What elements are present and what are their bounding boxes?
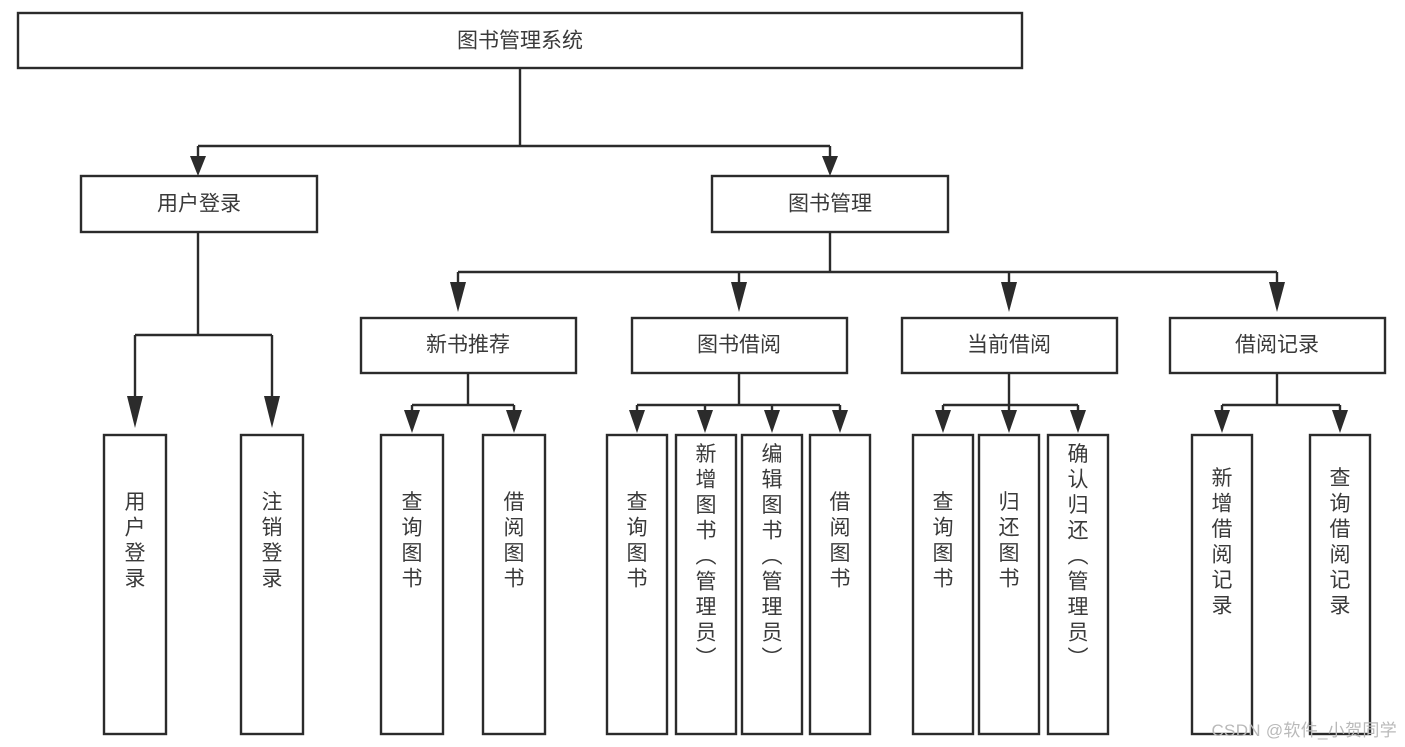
arrow-to-leaf-borrow-book-1 (506, 410, 522, 433)
arrow-root-to-book-management (822, 156, 838, 176)
node-leaf-add-book-label: 新增图书︵管理员︶ (696, 443, 717, 670)
node-leaf-return-book-label: 归还图书 (999, 491, 1020, 591)
node-leaf-query-book-2-box[interactable] (605, 433, 669, 736)
node-leaf-return-book[interactable]: 归还图书 (977, 433, 1041, 736)
node-book-management-box[interactable] (710, 174, 950, 234)
node-book-management[interactable]: 图书管理 (710, 174, 950, 234)
node-leaf-query-record[interactable]: 查询借阅记录 (1308, 433, 1372, 736)
arrow-to-book-borrow (731, 282, 747, 312)
node-user-login-box[interactable] (79, 174, 319, 234)
arrow-to-current-borrow (1001, 282, 1017, 312)
arrow-to-leaf-confirm-return (1070, 410, 1086, 433)
arrow-to-leaf-query-book-1 (404, 410, 420, 433)
arrow-to-leaf-add-record (1214, 410, 1230, 433)
node-leaf-borrow-book-1[interactable]: 借阅图书 (481, 433, 547, 736)
node-new-book-recommend-box[interactable] (359, 316, 578, 375)
node-book-borrow[interactable]: 图书借阅 (630, 316, 849, 375)
node-leaf-edit-book-label: 编辑图书︵管理员︶ (762, 443, 783, 670)
node-current-borrow-box[interactable] (900, 316, 1119, 375)
node-leaf-user-logout[interactable]: 注销登录 (239, 433, 305, 736)
node-root-box[interactable] (16, 11, 1024, 70)
node-book-borrow-label: 图书借阅 (697, 334, 781, 357)
node-leaf-query-book-3-label: 查询图书 (933, 491, 954, 591)
arrow-to-borrow-record (1269, 282, 1285, 312)
node-leaf-add-record-box[interactable] (1190, 433, 1254, 736)
node-leaf-user-logout-label: 注销登录 (262, 491, 283, 591)
node-leaf-query-book-2[interactable]: 查询图书 (605, 433, 669, 736)
node-leaf-return-book-box[interactable] (977, 433, 1041, 736)
arrow-to-leaf-edit-book (764, 410, 780, 433)
node-leaf-borrow-book-2-box[interactable] (808, 433, 872, 736)
node-leaf-query-record-box[interactable] (1308, 433, 1372, 736)
arrow-to-leaf-query-book-2 (629, 410, 645, 433)
connector-layer (127, 68, 1348, 433)
node-leaf-user-login-box[interactable] (102, 433, 168, 736)
node-root-label: 图书管理系统 (457, 30, 583, 53)
arrow-to-leaf-return-book (1001, 410, 1017, 433)
node-leaf-confirm-return-box[interactable] (1046, 433, 1110, 736)
arrow-root-to-user-login (190, 156, 206, 176)
arrow-to-leaf-borrow-book-2 (832, 410, 848, 433)
node-book-borrow-box[interactable] (630, 316, 849, 375)
arrow-to-leaf-user-logout (264, 396, 280, 428)
node-leaf-borrow-book-2[interactable]: 借阅图书 (808, 433, 872, 736)
node-leaf-add-record[interactable]: 新增借阅记录 (1190, 433, 1254, 736)
node-leaf-query-book-3[interactable]: 查询图书 (911, 433, 975, 736)
node-leaf-edit-book[interactable]: 编辑图书︵管理员︶ (740, 433, 804, 736)
node-borrow-record[interactable]: 借阅记录 (1168, 316, 1387, 375)
arrow-to-leaf-add-book (697, 410, 713, 433)
node-leaf-query-book-2-label: 查询图书 (627, 491, 648, 591)
node-leaf-add-book[interactable]: 新增图书︵管理员︶ (674, 433, 738, 736)
node-book-management-label: 图书管理 (788, 193, 872, 216)
node-new-book-recommend-label: 新书推荐 (426, 334, 510, 357)
node-leaf-user-login[interactable]: 用户登录 (102, 433, 168, 736)
node-new-book-recommend[interactable]: 新书推荐 (359, 316, 578, 375)
node-leaf-borrow-book-2-label: 借阅图书 (830, 491, 851, 591)
node-leaf-query-book-1-box[interactable] (379, 433, 445, 736)
node-user-login-label: 用户登录 (157, 193, 241, 216)
node-leaf-query-book-1[interactable]: 查询图书 (379, 433, 445, 736)
node-current-borrow-label: 当前借阅 (967, 334, 1051, 357)
node-leaf-confirm-return-label: 确认归还︵管理员︶ (1068, 443, 1089, 670)
node-leaf-add-record-label: 新增借阅记录 (1212, 467, 1233, 618)
node-borrow-record-box[interactable] (1168, 316, 1387, 375)
node-user-login[interactable]: 用户登录 (79, 174, 319, 234)
arrow-to-leaf-user-login (127, 396, 143, 428)
node-leaf-edit-book-box[interactable] (740, 433, 804, 736)
arrow-to-new-book-recommend (450, 282, 466, 312)
node-leaf-borrow-book-1-box[interactable] (481, 433, 547, 736)
node-leaf-add-book-box[interactable] (674, 433, 738, 736)
node-leaf-user-logout-box[interactable] (239, 433, 305, 736)
node-leaf-query-book-3-box[interactable] (911, 433, 975, 736)
node-leaf-query-book-1-label: 查询图书 (402, 491, 423, 591)
node-leaf-query-record-label: 查询借阅记录 (1330, 467, 1351, 618)
node-leaf-confirm-return[interactable]: 确认归还︵管理员︶ (1046, 433, 1110, 736)
arrow-to-leaf-query-book-3 (935, 410, 951, 433)
arrow-to-leaf-query-record (1332, 410, 1348, 433)
node-root[interactable]: 图书管理系统 (16, 11, 1024, 70)
node-current-borrow[interactable]: 当前借阅 (900, 316, 1119, 375)
node-leaf-user-login-label: 用户登录 (125, 491, 146, 591)
node-leaf-borrow-book-1-label: 借阅图书 (504, 491, 525, 591)
node-borrow-record-label: 借阅记录 (1235, 334, 1319, 357)
